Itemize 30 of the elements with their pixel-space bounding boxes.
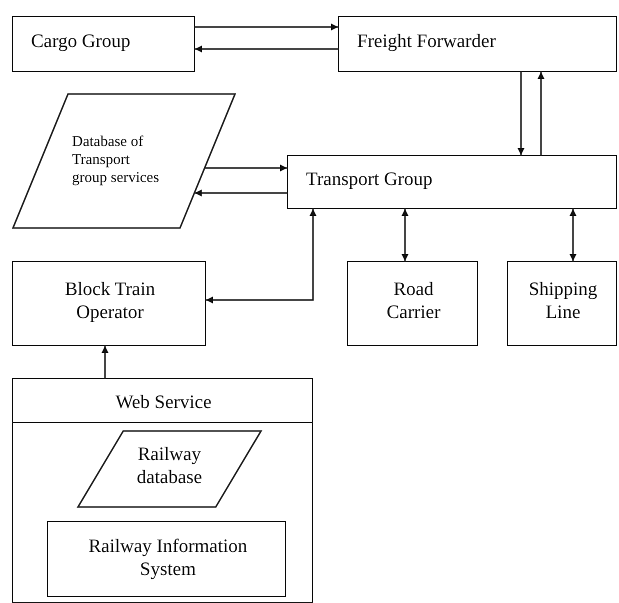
arrow bbox=[402, 209, 408, 261]
node-label: Block Train Operator bbox=[64, 279, 156, 325]
process-box bbox=[12, 16, 195, 72]
node-label: Road Carrier bbox=[386, 279, 442, 325]
node-label: Web Service bbox=[114, 392, 213, 415]
arrow bbox=[538, 72, 544, 155]
arrow bbox=[205, 164, 287, 172]
node-label: Database of Transport group services bbox=[72, 133, 160, 187]
arrow bbox=[195, 24, 338, 30]
process-box bbox=[47, 521, 286, 598]
process-box bbox=[287, 155, 617, 209]
node-label: Cargo Group bbox=[31, 31, 132, 54]
arrow bbox=[195, 46, 338, 52]
arrow bbox=[102, 346, 108, 378]
process-box bbox=[347, 261, 478, 346]
process-box bbox=[338, 16, 617, 72]
node-label: Railway database bbox=[136, 444, 204, 490]
arrow bbox=[194, 190, 287, 196]
arrow bbox=[206, 209, 316, 304]
process-box bbox=[12, 261, 206, 346]
node-label: Shipping Line bbox=[528, 279, 598, 325]
data-parallelogram bbox=[77, 430, 262, 508]
node-label: Railway Information System bbox=[87, 536, 248, 582]
node-label: Transport Group bbox=[306, 169, 434, 192]
arrow bbox=[518, 72, 524, 155]
node-label: Freight Forwarder bbox=[357, 31, 497, 54]
container-box bbox=[12, 378, 313, 603]
data-parallelogram bbox=[12, 93, 236, 229]
arrow bbox=[570, 209, 576, 261]
process-box bbox=[507, 261, 617, 346]
